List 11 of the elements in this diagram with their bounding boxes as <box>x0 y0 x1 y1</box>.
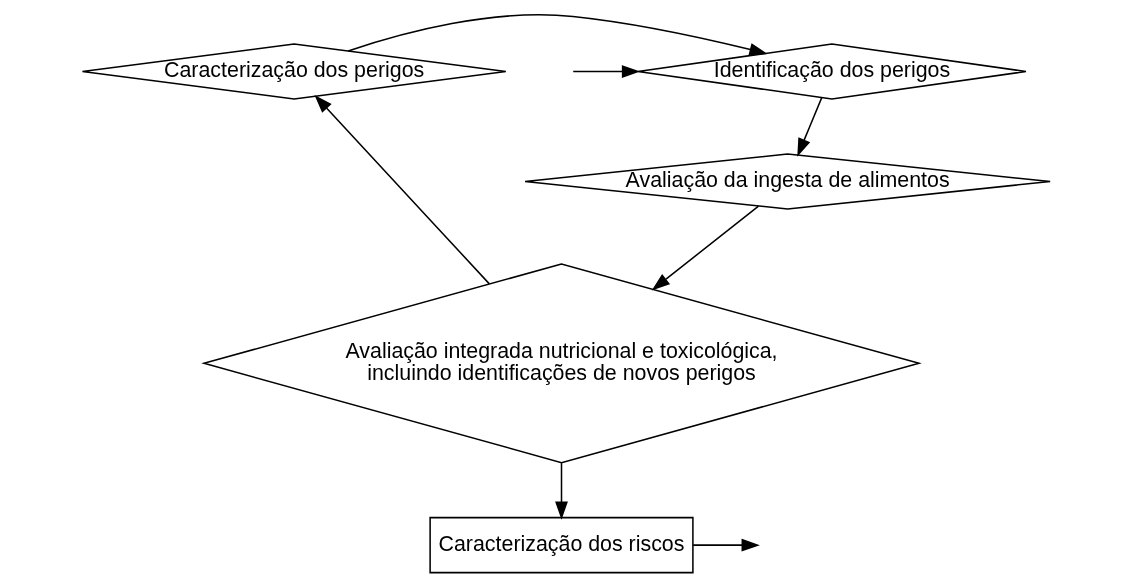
arrow <box>313 94 490 285</box>
arrow <box>554 462 568 520</box>
arrow <box>571 65 640 78</box>
node-diamond: Avaliação da ingesta de alimentos <box>523 153 1051 210</box>
arrow <box>346 14 768 56</box>
node-diamond: Avaliação integrada nutricional e toxicológica, incluindo identificações de novos perigos <box>200 263 922 464</box>
node-diamond: Caracterização dos perigos <box>81 43 507 100</box>
arrow <box>651 205 759 291</box>
arrow <box>796 97 822 157</box>
node-box: Caracterização dos riscos <box>428 516 694 574</box>
arrow <box>691 538 760 552</box>
